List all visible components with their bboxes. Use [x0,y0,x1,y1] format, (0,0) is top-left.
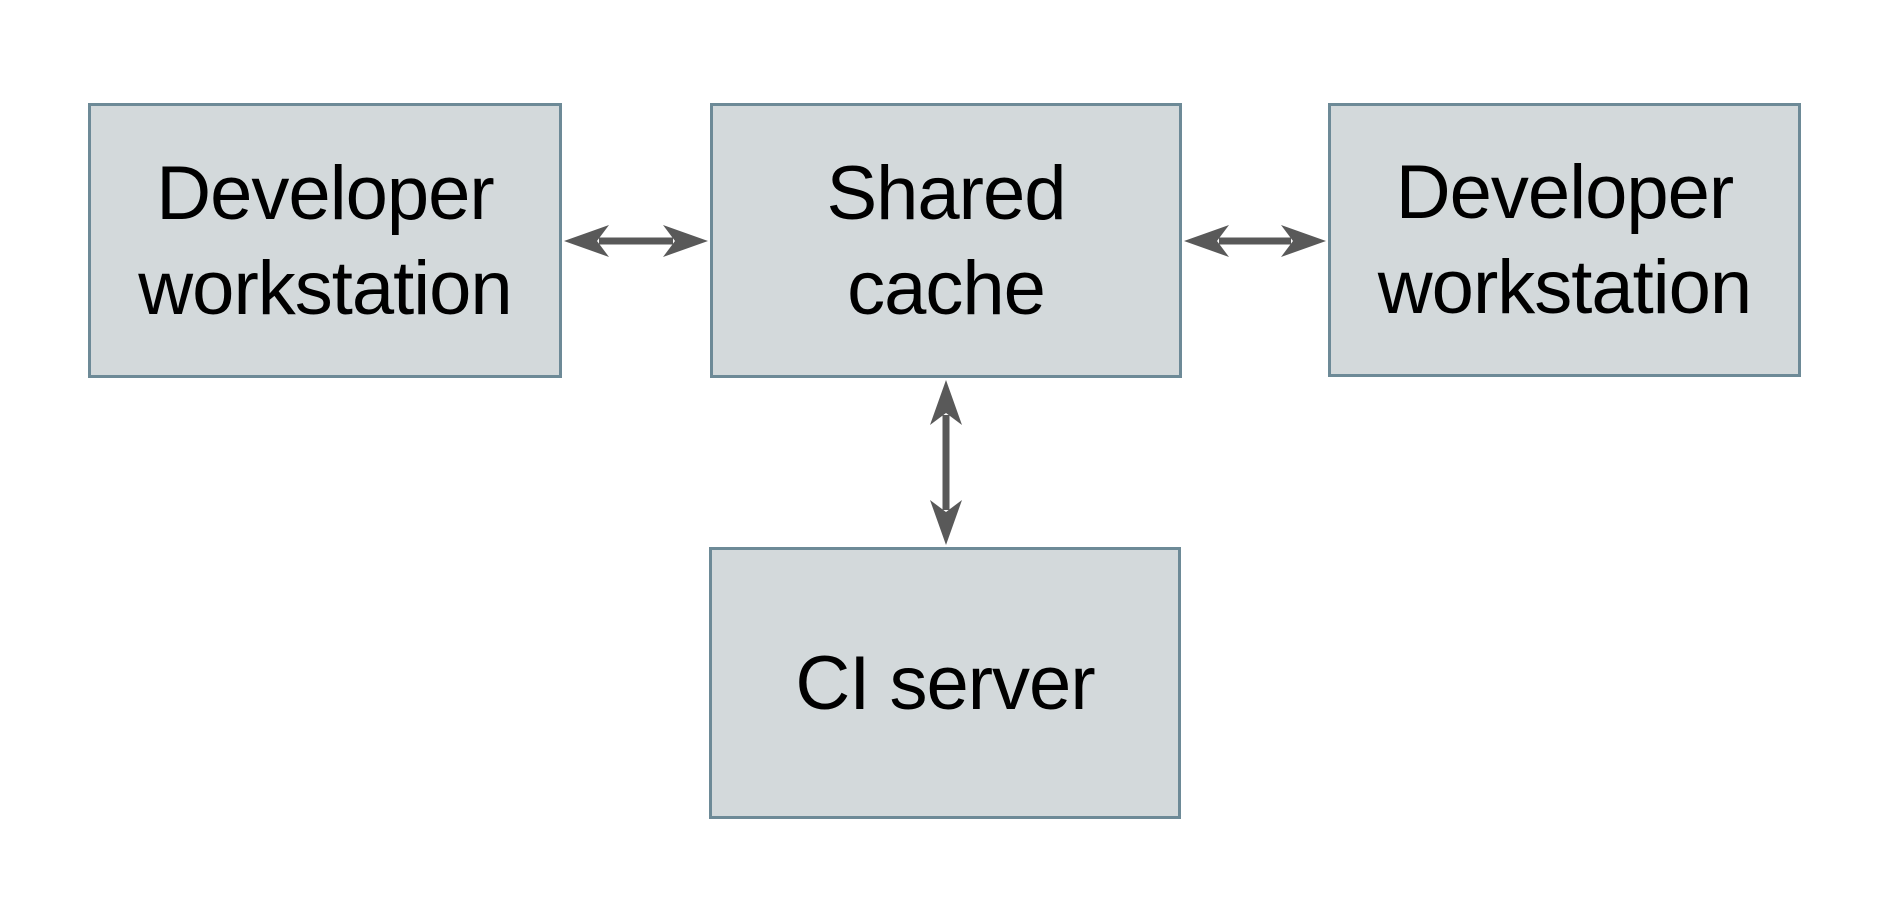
node-label-line: cache [847,245,1046,331]
node-label-line: Developer [1395,150,1734,235]
node-label: CI server [795,636,1095,731]
node-label-line: workstation [138,245,512,331]
node-developer-workstation-left: Developer workstation [88,103,562,378]
node-label: Shared cache [826,146,1066,336]
edge-shared-cache-ci-server [930,380,962,545]
arrowhead-right-icon [1281,225,1326,257]
node-developer-workstation-right: Developer workstation [1328,103,1801,377]
edge-shared-cache-right-workstation [1184,225,1326,257]
node-ci-server: CI server [709,547,1181,819]
arrowhead-left-icon [564,225,609,257]
arrowhead-down-icon [930,500,962,545]
node-label-line: Developer [156,150,494,236]
arrowhead-right-icon [663,225,708,257]
node-label: Developer workstation [138,146,512,336]
node-label-line: Shared [826,150,1066,236]
edge-left-workstation-shared-cache [564,225,708,257]
node-label-line: workstation [1377,245,1752,330]
node-label: Developer workstation [1377,145,1752,335]
arrowhead-up-icon [930,380,962,425]
arrowhead-left-icon [1184,225,1229,257]
node-shared-cache: Shared cache [710,103,1182,378]
node-label-line: CI server [795,640,1095,726]
